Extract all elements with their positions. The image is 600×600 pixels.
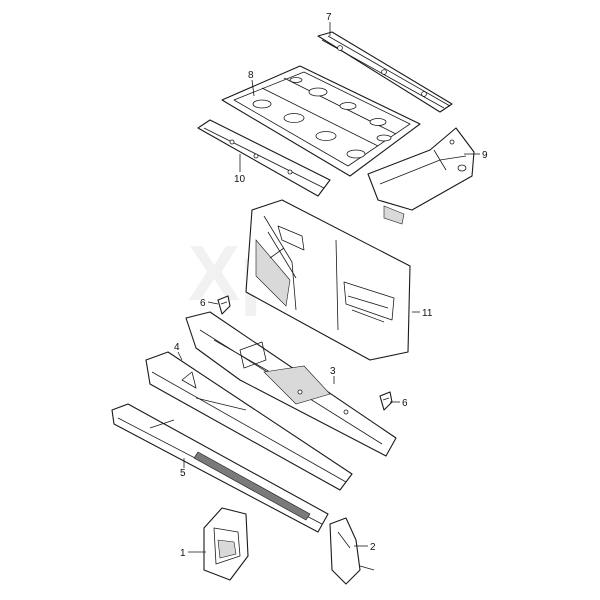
part-4-cross-panel — [145, 351, 353, 491]
part-1-lower-bracket — [203, 507, 249, 581]
part-5-lower-panel — [111, 403, 329, 533]
part-9-side-bracket — [367, 127, 475, 225]
callout-5: 5 — [180, 468, 186, 479]
callout-6b: 6 — [402, 398, 408, 409]
part-10-channel — [197, 119, 331, 197]
callout-3: 3 — [330, 366, 336, 377]
callout-2: 2 — [370, 542, 376, 553]
callout-10: 10 — [234, 174, 246, 185]
part-2-lower-bracket — [329, 517, 375, 585]
part-6a-clip — [217, 295, 231, 315]
leader-lines — [177, 22, 480, 553]
part-8-floor-panel — [221, 65, 421, 177]
part-6b-clip — [379, 391, 393, 411]
callout-1: 1 — [180, 548, 186, 559]
callout-9: 9 — [482, 150, 488, 161]
callout-7: 7 — [326, 12, 332, 23]
callout-11: 11 — [422, 308, 433, 319]
callout-6a: 6 — [200, 298, 206, 309]
part-7-rear-cross-member — [317, 31, 453, 113]
callout-4: 4 — [174, 342, 180, 353]
callout-8: 8 — [248, 70, 254, 81]
part-3-inner-panel — [185, 311, 397, 457]
part-11-rear-panel — [245, 199, 411, 361]
